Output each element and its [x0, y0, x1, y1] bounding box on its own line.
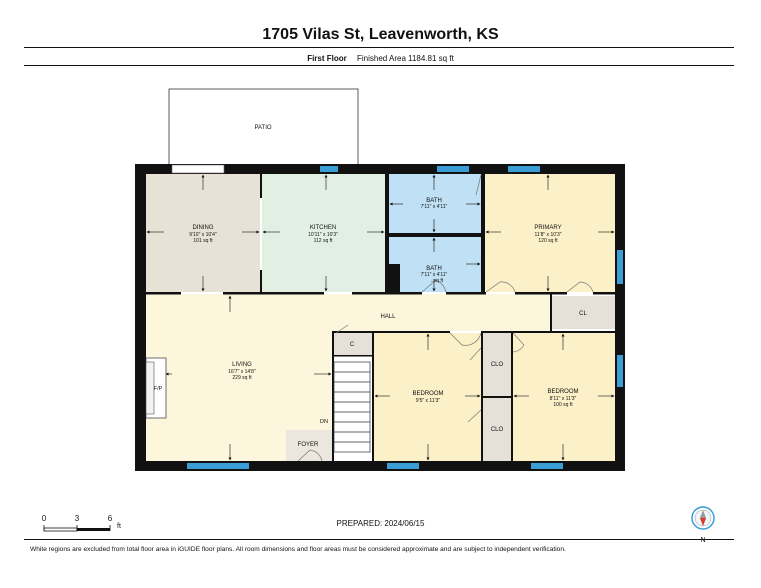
- patio-area: [168, 88, 359, 167]
- foyer-area: [286, 430, 332, 461]
- footer-rule: [24, 539, 734, 540]
- primary-area: 120 sq ft: [538, 238, 558, 244]
- dimension-arrows: [146, 174, 615, 461]
- foyer-label: FOYER: [298, 442, 319, 448]
- bath2-area: ..sq ft: [431, 278, 444, 284]
- scale-tick-0: 0: [42, 514, 47, 523]
- scale-unit: ft: [117, 523, 121, 530]
- living-dims: 16'7" x 14'8": [228, 369, 256, 375]
- kitchen-dims: 10'11" x 10'3": [308, 232, 338, 238]
- patio-label: PATIO: [254, 125, 271, 131]
- living-area: 229 sq ft: [232, 375, 252, 381]
- bath1-dims: 7'11" x 4'11": [421, 204, 448, 210]
- primary-room: [485, 174, 615, 292]
- bath2-label: BATH: [426, 266, 442, 272]
- stairs: [333, 361, 371, 453]
- clo2-label: CLO: [491, 427, 504, 433]
- plan-subtitle: First Floor Finished Area 1184.81 sq ft: [0, 54, 761, 63]
- compass-north-label: N: [700, 537, 705, 544]
- kitchen-label: KITCHEN: [310, 225, 336, 231]
- prepared-date: PREPARED: 2024/06/15: [336, 519, 425, 528]
- living-label: LIVING: [232, 362, 252, 368]
- bedroom2-area: 100 sq ft: [553, 402, 573, 408]
- window-bedroom1: [387, 463, 419, 469]
- window-bath: [437, 166, 469, 172]
- windows: [187, 166, 623, 469]
- bath1-room: [389, 174, 481, 233]
- scale-tick-6: 6: [108, 514, 113, 523]
- bedroom2-room: [513, 333, 615, 461]
- window-bedroom2: [531, 463, 563, 469]
- plan-title: 1705 Vilas St, Leavenworth, KS: [262, 26, 499, 43]
- bedroom1-label: BEDROOM: [412, 391, 443, 397]
- bedroom1-room: [374, 333, 481, 461]
- cl-closet: [552, 296, 615, 329]
- disclaimer-text: White regions are excluded from total fl…: [30, 546, 566, 553]
- dining-dims: 9'10" x 10'4": [189, 232, 217, 238]
- subtitle-rule: [24, 65, 734, 66]
- clo1-closet: [483, 333, 511, 396]
- window-primary: [508, 166, 540, 172]
- window-primary-east: [617, 250, 623, 284]
- kitchen-area: 112 sq ft: [314, 238, 333, 244]
- exterior-walls: [135, 164, 625, 471]
- kitchen-room: [262, 174, 385, 292]
- fireplace: [145, 357, 167, 419]
- stairs-down-label: DN: [320, 419, 328, 425]
- dining-room: [146, 174, 260, 292]
- dining-label: DINING: [193, 225, 214, 231]
- finished-area: Finished Area 1184.81 sq ft: [356, 54, 454, 63]
- bath2-dark-area: [389, 264, 400, 292]
- cl-label: CL: [579, 311, 587, 317]
- north-compass-icon: N: [688, 505, 718, 545]
- window-bedroom2-east: [617, 355, 623, 387]
- clo2-closet: [483, 398, 511, 461]
- clo1-label: CLO: [491, 362, 504, 368]
- fireplace-label: F/P: [154, 386, 163, 392]
- c-label: C: [350, 342, 355, 348]
- bedroom2-dims: 8'11" x 11'3": [550, 396, 577, 402]
- interior-walls: [146, 174, 615, 461]
- bath2-room: [389, 237, 481, 292]
- hall-label: HALL: [380, 314, 396, 320]
- bath2-dims: 7'11" x 4'11": [421, 272, 448, 278]
- c-closet: [334, 333, 372, 355]
- scale-tick-3: 3: [75, 514, 80, 523]
- door-swings: [297, 174, 594, 462]
- stair-area: [334, 356, 372, 461]
- dining-area: 101 sq ft: [193, 238, 213, 244]
- patio-door: [171, 164, 225, 174]
- header-rule: [24, 47, 734, 48]
- bedroom1-dims: 9'5" x 11'3": [416, 398, 440, 404]
- bath1-label: BATH: [426, 198, 442, 204]
- window-kitchen: [320, 166, 338, 172]
- primary-dims: 11'8" x 10'3": [534, 232, 561, 238]
- primary-label: PRIMARY: [534, 225, 561, 231]
- scale-bar: 0 3 6 ft: [42, 514, 121, 532]
- bedroom2-label: BEDROOM: [547, 389, 578, 395]
- window-living: [187, 463, 249, 469]
- floor-label: First Floor: [307, 54, 347, 63]
